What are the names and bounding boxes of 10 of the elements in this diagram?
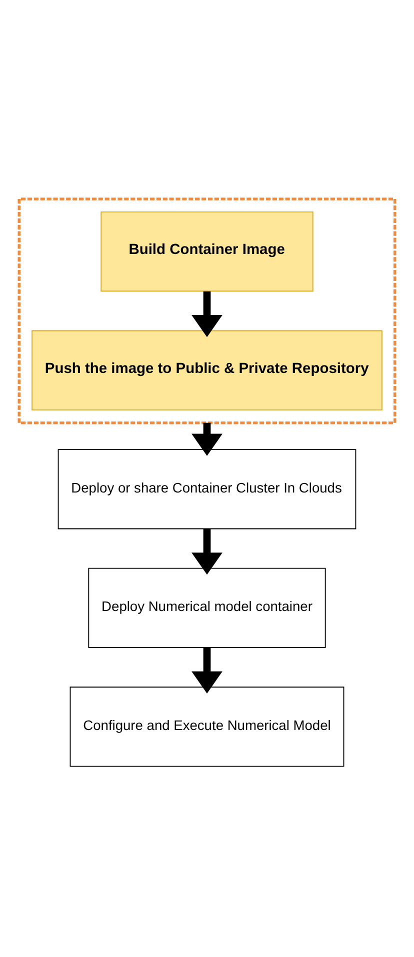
arrow <box>192 422 222 456</box>
arrow <box>192 528 222 574</box>
cluster <box>18 197 396 424</box>
node-box: Push the image to Public & Private Repository <box>32 330 382 410</box>
node-box: Build Container Image <box>100 210 314 292</box>
node-box: Configure and Execute Numerical Model <box>70 686 344 766</box>
arrow <box>192 290 222 337</box>
arrow <box>192 647 222 693</box>
node-box: Deploy Numerical model container <box>88 567 326 648</box>
node-box: Deploy or share Container Cluster In Clouds <box>58 448 356 529</box>
